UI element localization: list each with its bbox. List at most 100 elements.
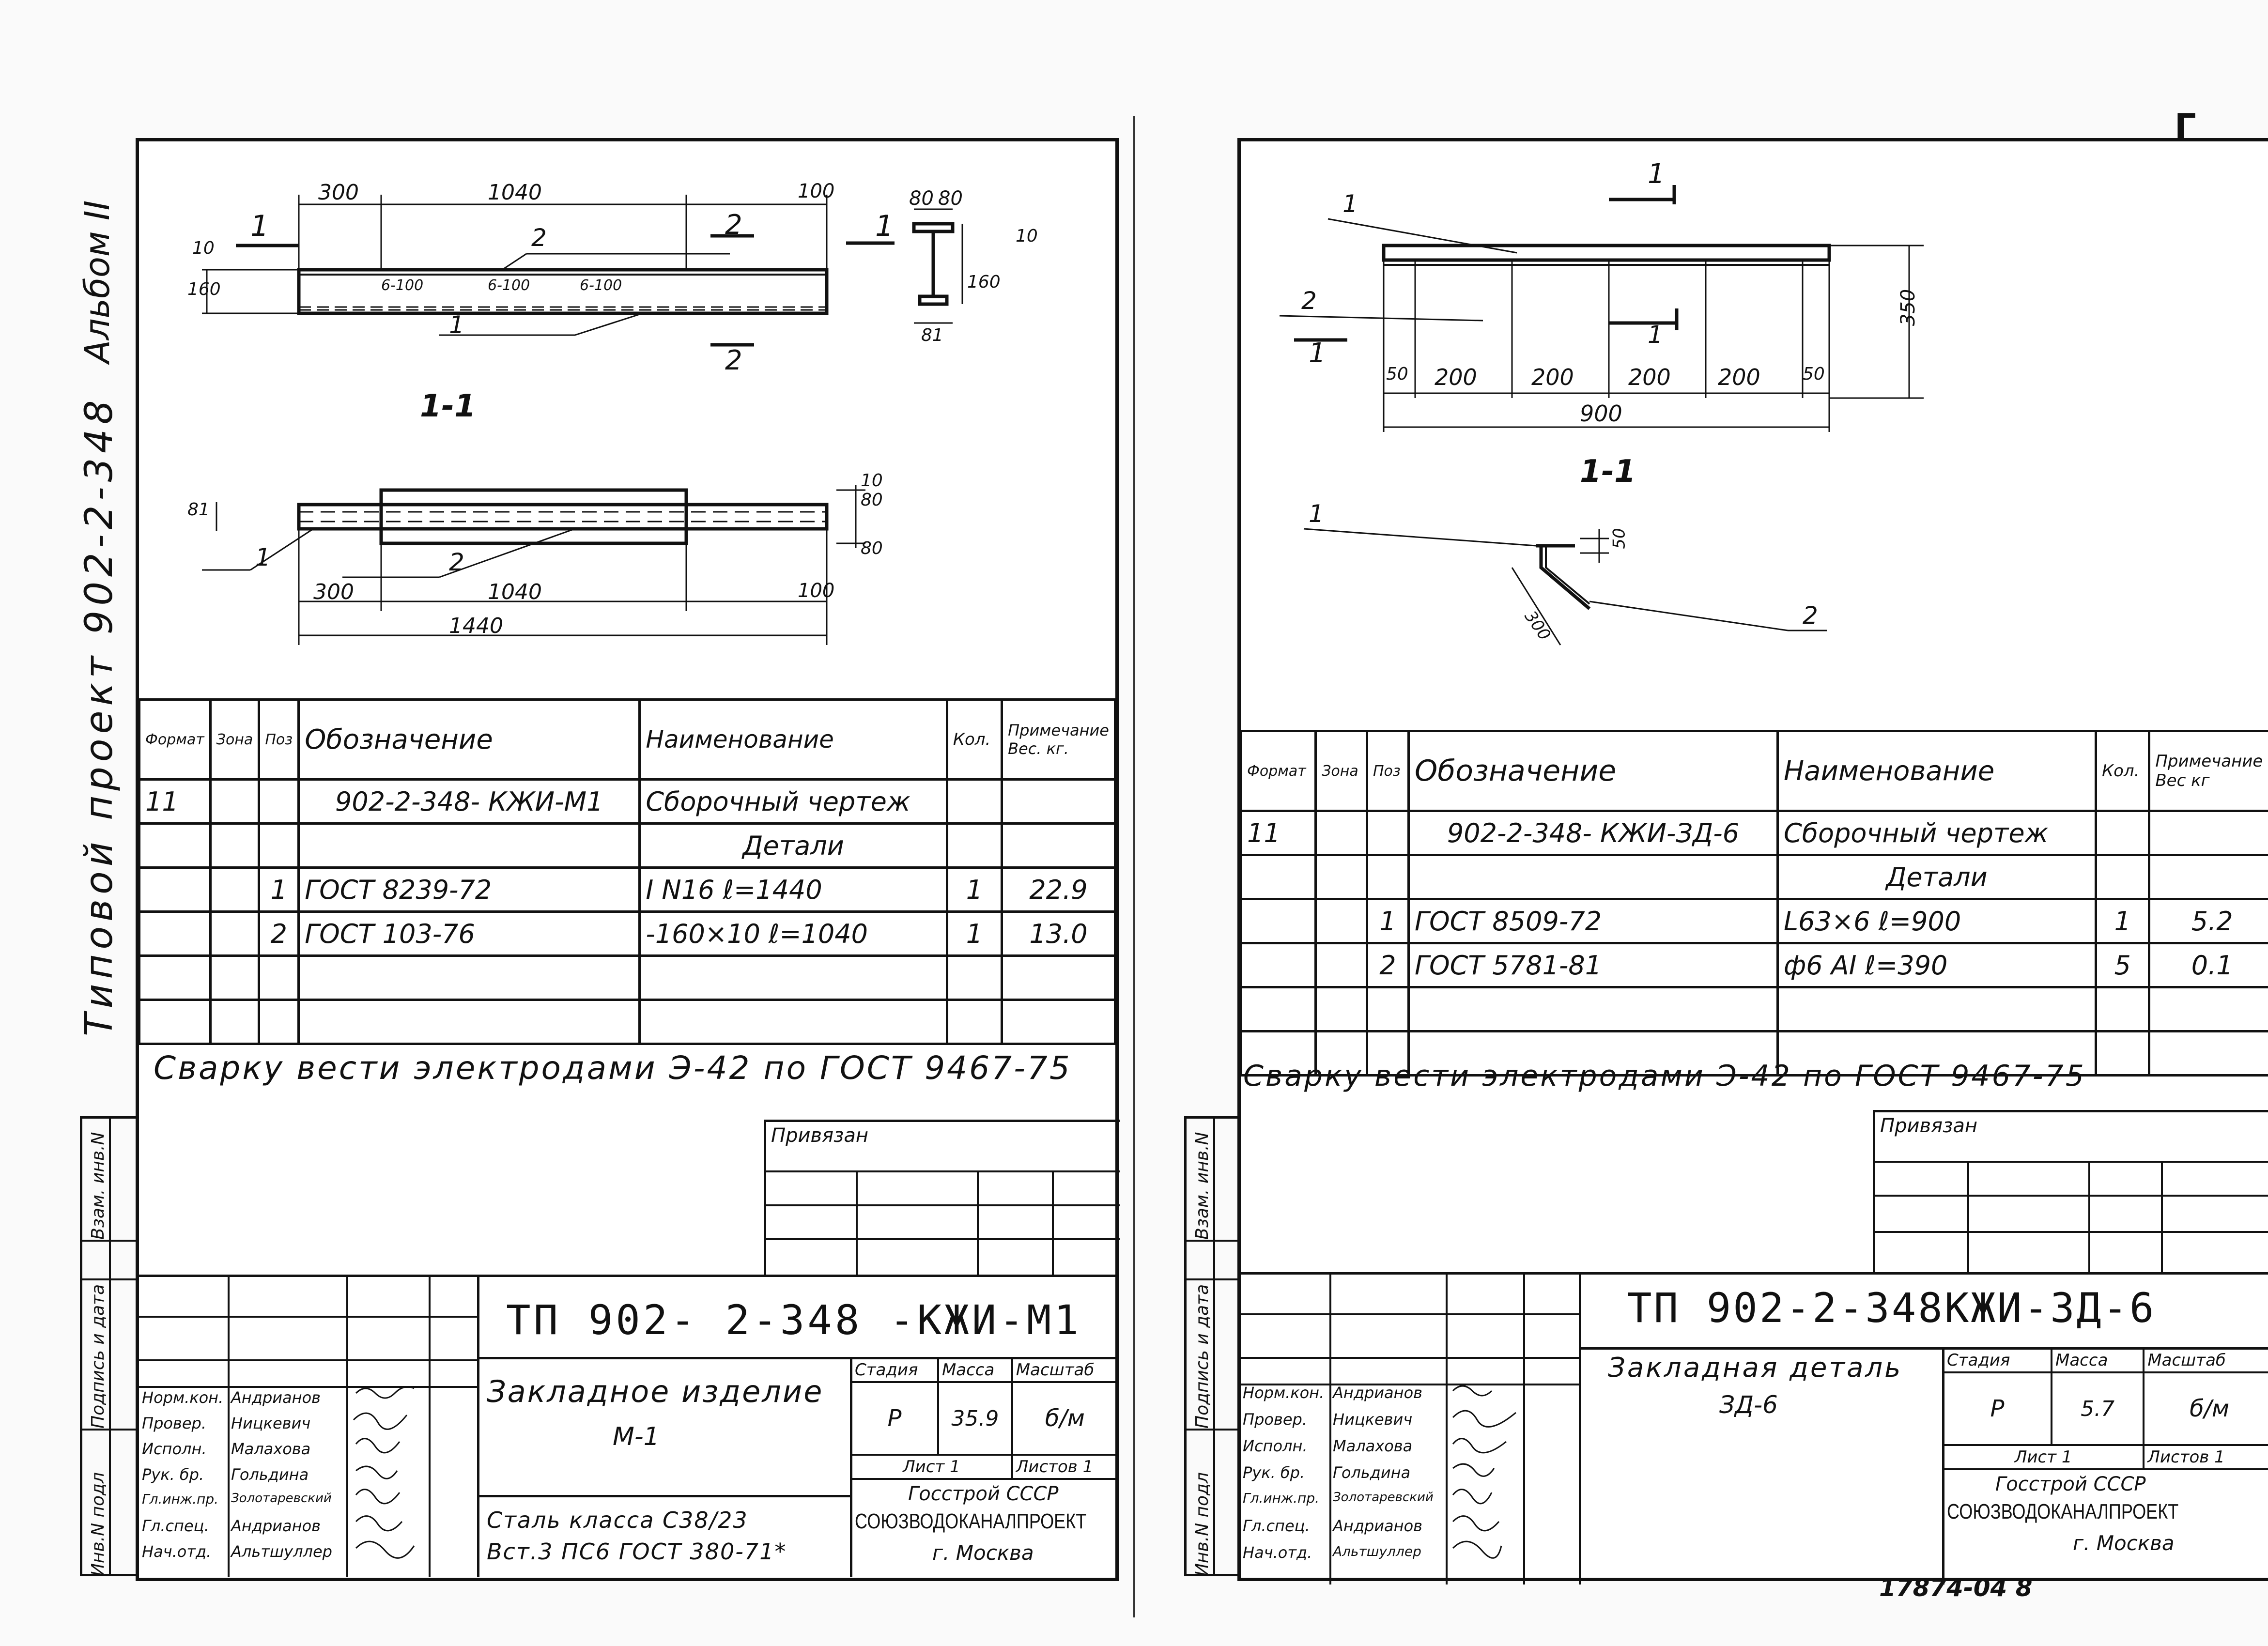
material-1: Сталь класса С38/23 xyxy=(487,1507,748,1533)
sheet-2: 1 1 2 1 1 350 50 200 200 200 200 50 900 … xyxy=(1237,138,2268,1584)
s2-hdr-designation: Обозначение xyxy=(1407,730,1779,812)
section-arrow-2-bottom: 2 xyxy=(725,345,742,376)
s2-dim-350: 350 xyxy=(1897,289,1920,326)
org-2: СОЮЗВОДОКАНАЛПРОЕКТ xyxy=(855,1509,1087,1533)
s2-section-title: 1-1 xyxy=(1580,454,1636,490)
s2-role-1: Провер. xyxy=(1243,1410,1307,1429)
dim-top-300: 300 xyxy=(318,180,359,205)
title-block: Норм.кон. Провер. Исполн. Рук. бр. Гл.ин… xyxy=(138,1275,1119,1577)
profile-dim-81: 81 xyxy=(921,325,943,345)
corner-mark: Г xyxy=(2175,107,2196,146)
role-5: Гл.спец. xyxy=(142,1517,209,1535)
s2-title-block: Норм.кон. Провер. Исполн. Рук. бр. Гл.ин… xyxy=(1240,1272,2268,1584)
s2-hdr-zone: Зона xyxy=(1314,730,1368,812)
s2-name-5: Андрианов xyxy=(1333,1517,1423,1535)
hdr-note: Примечание Вес. кг. xyxy=(1001,698,1116,781)
s2-privyazan-block: Привязан xyxy=(1873,1110,2268,1275)
section-callout-1: 1 xyxy=(255,543,271,571)
name-4: Золотаревский xyxy=(231,1491,332,1506)
stamp-podpis-2: Подпись и дата xyxy=(1192,1284,1212,1429)
fold-line xyxy=(1133,116,1135,1617)
role-3: Рук. бр. xyxy=(142,1465,204,1484)
s2-dim-200a: 200 xyxy=(1435,364,1477,390)
archive-number: 17874-04 8 xyxy=(1879,1574,2033,1602)
s2-name-6: Альтшуллер xyxy=(1333,1543,1421,1559)
org-3: г. Москва xyxy=(932,1541,1034,1565)
role-4: Гл.инж.пр. xyxy=(142,1491,219,1507)
stamp-podpis: Подпись и дата xyxy=(88,1284,108,1429)
role-1: Провер. xyxy=(142,1414,206,1432)
s2-hdr-qty: Кол. xyxy=(2094,730,2151,812)
s2-hdr-format: Формат xyxy=(1239,730,1317,812)
s2-section-dim-50: 50 xyxy=(1609,528,1629,549)
sheet2-drawing xyxy=(1279,185,1924,646)
stamp-inv-podl: Инв.N подл xyxy=(88,1472,108,1576)
welding-note: Сварку вести электродами Э-42 по ГОСТ 94… xyxy=(154,1049,1072,1087)
title-name-1: Закладное изделие xyxy=(487,1374,824,1409)
hdr-zone: Зона xyxy=(209,698,261,781)
s2-section-callout-2: 2 xyxy=(1803,601,1818,630)
profile-dim-10: 10 xyxy=(1016,226,1038,246)
section-arrow-2-top: 2 xyxy=(725,209,742,241)
margin-stamp-right: Инв.N подл Подпись и дата Взам. инв.N xyxy=(1184,1116,1242,1576)
s2-hdr-pos: Поз xyxy=(1365,730,1410,812)
s2-hdr-note: Примечание Вес кг xyxy=(2148,730,2268,812)
s2-welding-note: Сварку вести электродами Э-42 по ГОСТ 94… xyxy=(1243,1059,2086,1093)
sheet1-spec-table: Формат Зона Поз Обозначение Наименование… xyxy=(138,698,1116,1045)
role-6: Нач.отд. xyxy=(142,1542,212,1561)
hdr-name: Наименование xyxy=(638,698,948,781)
section-title-1: 1-1 xyxy=(420,388,476,424)
hdr-pos: Поз xyxy=(258,698,300,781)
s2-name-2: Малахова xyxy=(1333,1437,1413,1455)
album-label: Альбом II xyxy=(77,200,117,363)
margin-stamp-left: Инв.N подл Подпись и дата Взам. инв.N xyxy=(80,1116,138,1576)
hdr-designation: Обозначение xyxy=(297,698,641,781)
s2-dim-200d: 200 xyxy=(1718,364,1760,390)
section-dim-81: 81 xyxy=(187,500,210,520)
material-2: Вст.3 ПС6 ГОСТ 380-71* xyxy=(487,1538,787,1565)
privyazan-block: Привязан xyxy=(764,1120,1120,1277)
hdr-format: Формат xyxy=(138,698,212,781)
name-3: Гольдина xyxy=(231,1465,309,1484)
dim-top-1040: 1040 xyxy=(488,180,542,205)
title-name-2: М-1 xyxy=(613,1422,660,1451)
section-arrow-1-right: 1 xyxy=(875,209,894,243)
name-6: Альтшуллер xyxy=(231,1542,332,1561)
s2-privyazan-label: Привязан xyxy=(1880,1115,1978,1137)
s2-name-0: Андрианов xyxy=(1333,1384,1423,1402)
s2-section-callout-1: 1 xyxy=(1309,500,1324,528)
s2-dim-50a: 50 xyxy=(1386,364,1408,384)
s2-role-3: Рук. бр. xyxy=(1243,1463,1305,1482)
s2-dim-200c: 200 xyxy=(1628,364,1671,390)
hdr-qty: Кол. xyxy=(945,698,1003,781)
s2-section-arrow-2: 1 xyxy=(1648,321,1663,349)
callout-2-top: 2 xyxy=(531,224,547,252)
s2-dim-900: 900 xyxy=(1580,400,1622,427)
stamp-vzam-2: Взам. инв.N xyxy=(1192,1132,1212,1240)
name-1: Ницкевич xyxy=(231,1414,311,1432)
section-dim-1040: 1040 xyxy=(488,580,542,604)
dim-top-100: 100 xyxy=(798,180,835,202)
project-label: Типовой проект 902-2-348 xyxy=(77,395,121,1036)
table-row: Детали xyxy=(138,822,1116,869)
s2-name-4: Золотаревский xyxy=(1333,1490,1434,1505)
section-dim-1440: 1440 xyxy=(449,614,503,638)
name-2: Малахова xyxy=(231,1440,311,1458)
s2-name-1: Ницкевич xyxy=(1333,1410,1413,1429)
s2-org-3: г. Москва xyxy=(2073,1531,2175,1555)
s2-name-3: Гольдина xyxy=(1333,1463,1411,1482)
section-callout-2: 2 xyxy=(449,548,464,576)
section-arrow-1-left: 1 xyxy=(250,209,269,243)
s2-role-4: Гл.инж.пр. xyxy=(1243,1490,1320,1506)
table-row: Детали xyxy=(1239,854,2268,900)
s2-hdr-name: Наименование xyxy=(1776,730,2097,812)
pitch-1: 6-100 xyxy=(381,277,424,294)
s2-title-name-1: Закладная деталь xyxy=(1608,1352,1903,1384)
section-dim-100: 100 xyxy=(798,580,835,602)
sheet-1: 300 1040 100 6-100 6-100 6-100 2 1 1 2 2… xyxy=(136,138,1120,1581)
